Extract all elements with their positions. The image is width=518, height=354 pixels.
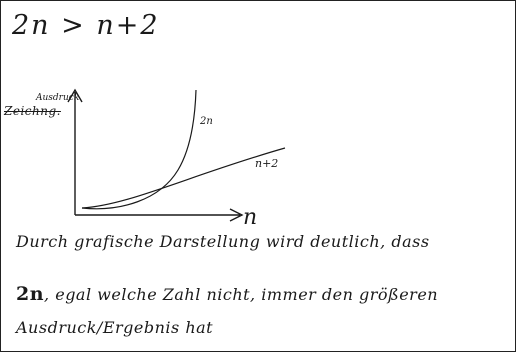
inequality-heading: 2n > n+2 xyxy=(12,10,160,41)
figure-label: Zeichng. xyxy=(4,104,61,118)
text-line-3: Ausdruck/Ergebnis hat xyxy=(16,318,214,337)
y-axis xyxy=(67,88,83,215)
text-line-1: Durch grafische Darstellung wird deutlic… xyxy=(16,232,430,251)
text-line-2-bold: 2n xyxy=(16,283,45,305)
x-axis xyxy=(75,208,244,222)
y-axis-label: Ausdruck xyxy=(35,93,79,103)
x-axis-label: n xyxy=(243,205,257,230)
curve-label-linear: n+2 xyxy=(255,157,278,170)
text-line-2-rest: , egal welche Zahl nicht, immer den größ… xyxy=(44,285,439,304)
curve-linear xyxy=(81,147,286,209)
text-line-2: 2n, egal welche Zahl nicht, immer den gr… xyxy=(16,283,438,305)
curve-label-exponential: 2n xyxy=(199,116,213,127)
curve-exponential xyxy=(81,89,197,210)
